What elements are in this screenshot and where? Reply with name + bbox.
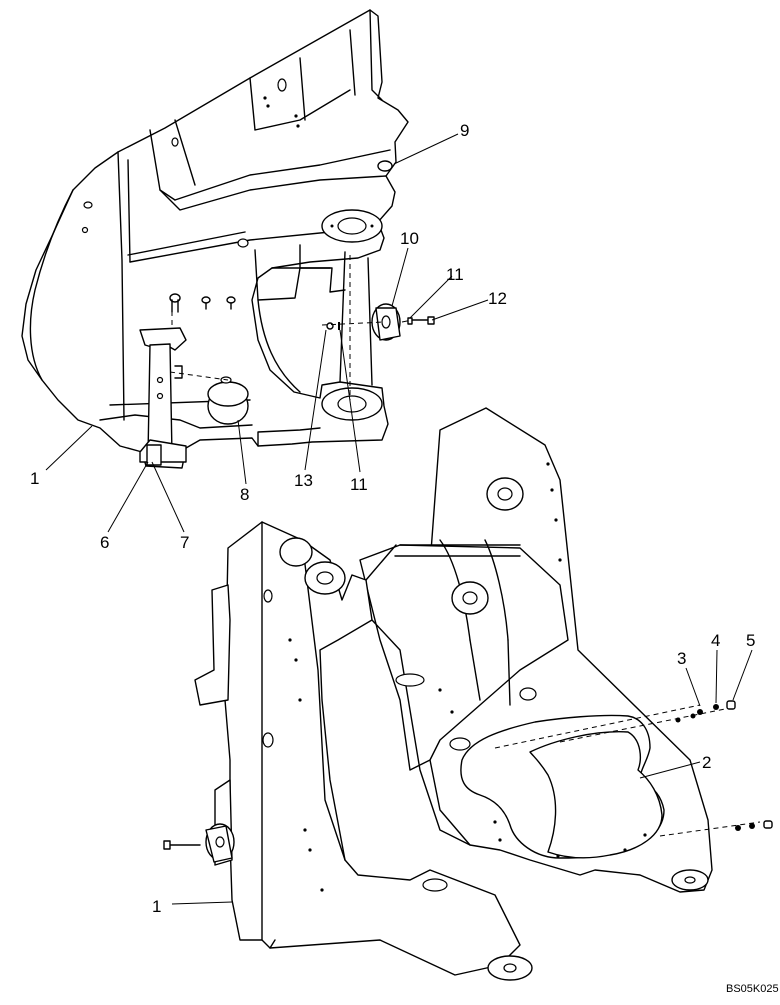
callout-1-upper: 1: [30, 469, 39, 488]
callout-9: 9: [460, 121, 469, 140]
rubber-mount-10: [371, 303, 401, 341]
rubber-mount-8: [207, 376, 249, 425]
bracket-6-7: [139, 327, 187, 466]
bolt-set-small: [169, 293, 236, 313]
front-chassis-frame: [163, 407, 713, 981]
callout-2: 2: [702, 753, 711, 772]
callout-11-lower: 11: [350, 475, 368, 494]
callout-6: 6: [100, 533, 109, 552]
callout-7: 7: [180, 533, 189, 552]
hardware-upper: [139, 255, 435, 466]
drawing-code: BS05K025: [726, 983, 779, 995]
leader-lines: [45, 133, 753, 905]
callout-4: 4: [711, 631, 720, 650]
rubber-mount-lower: [205, 823, 235, 863]
callout-8: 8: [240, 485, 249, 504]
callout-12: 12: [488, 289, 507, 308]
bolt-set-3-4-5: [494, 700, 773, 837]
callout-labels: 1 1 2 3 4 5 6 7 8 9 10 11 11 12 13: [30, 121, 755, 916]
callout-10: 10: [400, 229, 419, 248]
callout-5: 5: [746, 631, 755, 650]
callout-3: 3: [677, 649, 686, 668]
callout-13: 13: [294, 471, 313, 490]
callout-11-upper: 11: [446, 265, 464, 284]
callout-1-lower: 1: [152, 897, 161, 916]
